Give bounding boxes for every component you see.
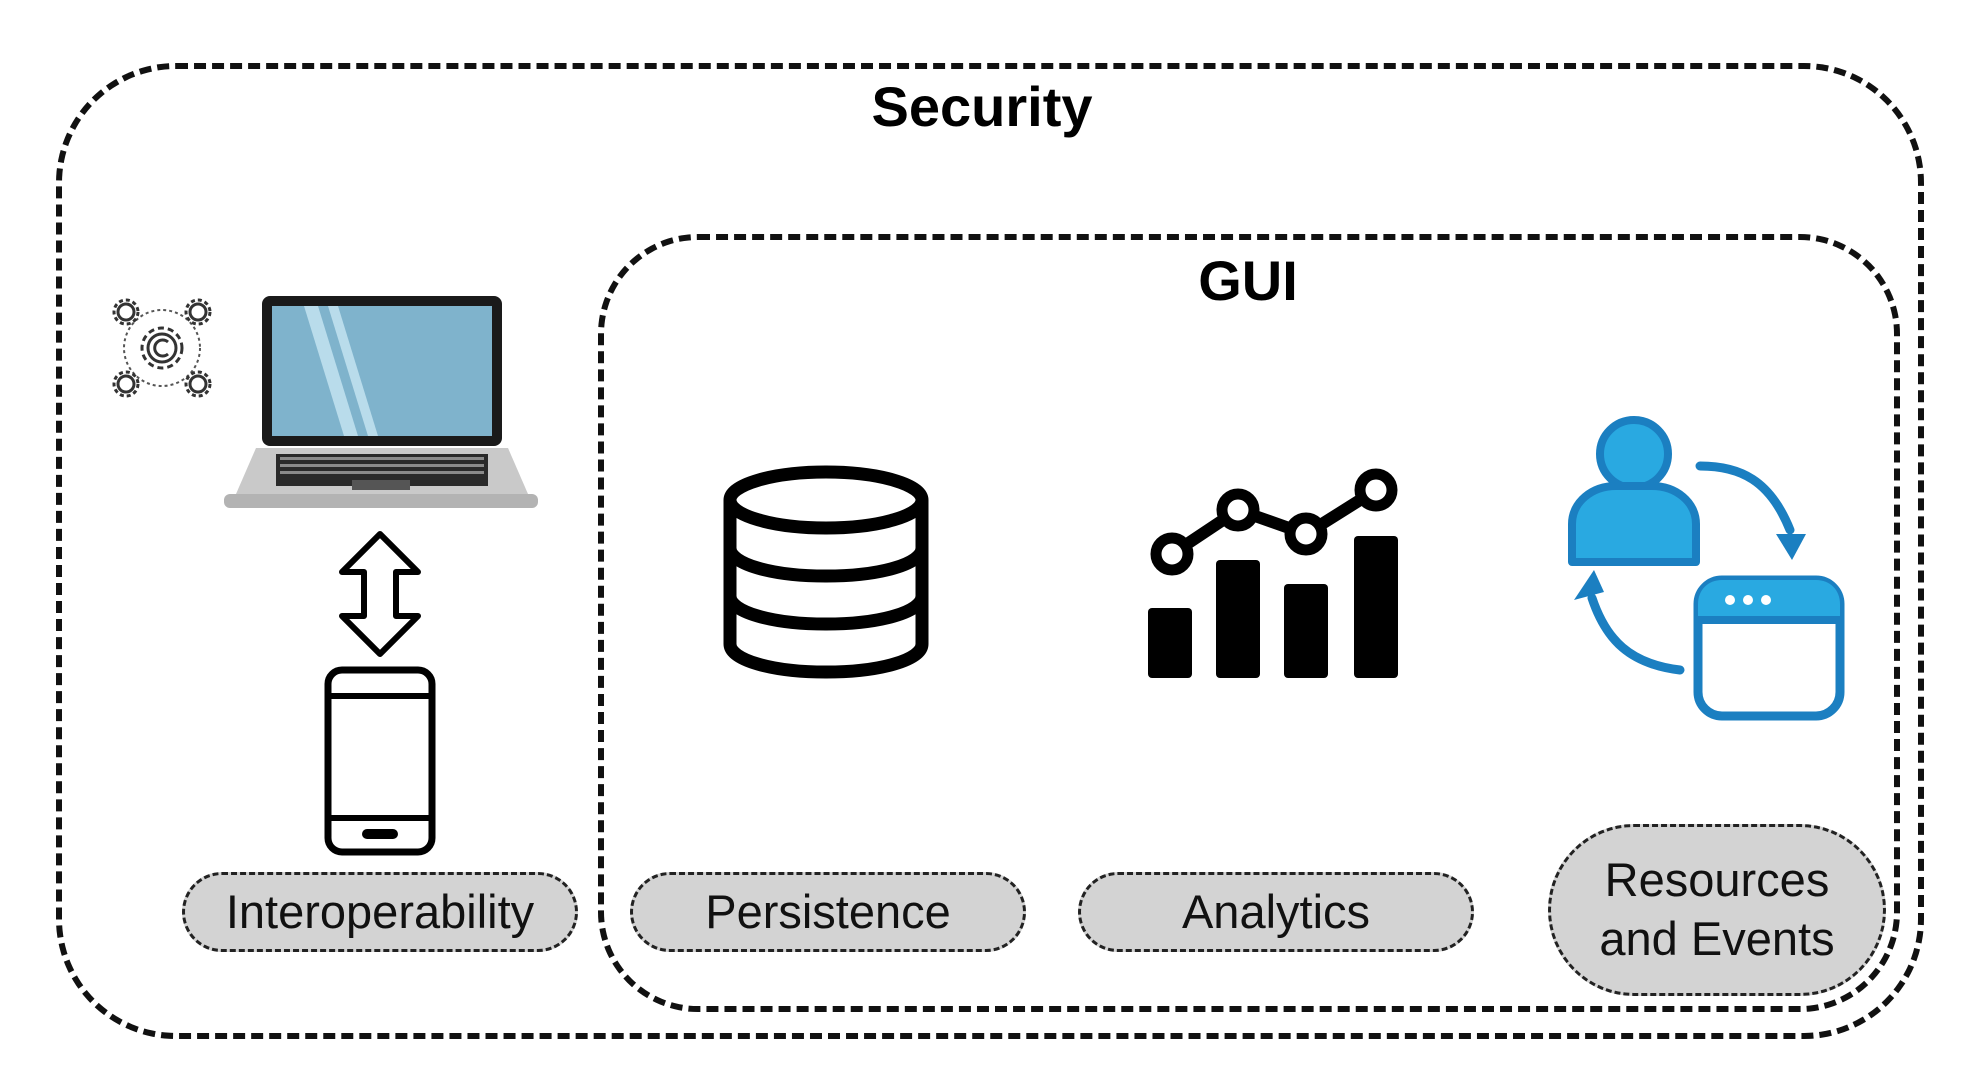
- analytics-label-text: Analytics: [1181, 884, 1371, 938]
- double-arrow-icon: [339, 531, 421, 657]
- laptop-icon: [224, 296, 538, 508]
- resources-events-label: Resources and Events: [1548, 824, 1886, 996]
- analytics-chart-icon: [1148, 468, 1398, 678]
- persistence-label: Persistence: [630, 872, 1026, 952]
- user-icon: [1568, 416, 1700, 566]
- gears-icon: [112, 298, 212, 398]
- interoperability-label-text: Interoperability: [225, 884, 535, 938]
- gui-boundary: [598, 234, 1900, 1012]
- window-icon: [1693, 575, 1845, 721]
- cycle-arrows-icon: [1574, 461, 1806, 675]
- phone-icon: [324, 666, 436, 856]
- security-label: Security: [871, 75, 1093, 138]
- gui-label: GUI: [1198, 249, 1298, 312]
- database-icon: [723, 465, 929, 679]
- interoperability-label: Interoperability: [182, 872, 578, 952]
- analytics-label: Analytics: [1078, 872, 1474, 952]
- security-boundary: [56, 63, 1924, 1039]
- persistence-label-text: Persistence: [705, 884, 951, 938]
- resources-events-label-text: Resources and Events: [1599, 853, 1835, 965]
